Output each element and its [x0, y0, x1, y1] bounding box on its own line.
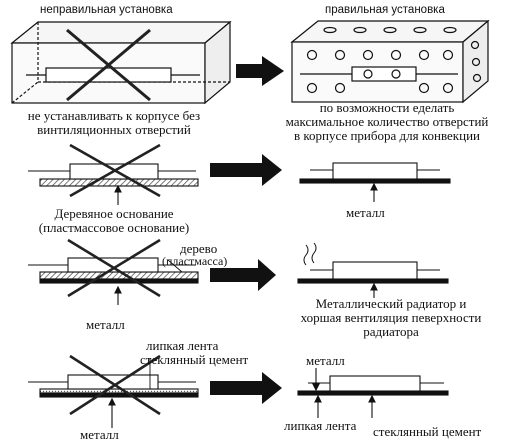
- row4-label-tape: липкая лента: [146, 338, 219, 353]
- component-on-wood-wrong: [28, 143, 199, 205]
- arrow-row3: [210, 259, 276, 291]
- row1-right-caption: по возможности еделать максимальное коли…: [285, 100, 489, 143]
- row3-label-metal: металл: [86, 317, 125, 332]
- row3-right-caption: Металлический радиатор и хоршая вентиляц…: [300, 296, 482, 339]
- ventilated-enclosure-right: [290, 19, 490, 104]
- row3-label-plastic: (пластмасса): [162, 254, 228, 268]
- row4-right-label-tape: липкая лента: [284, 418, 357, 433]
- row4-right-label-metal: металл: [306, 353, 345, 368]
- row4-label-metal: металл: [80, 427, 119, 442]
- component-on-metal-right: [299, 162, 451, 202]
- arrow-row2: [210, 154, 282, 186]
- row1-wrong-caption: не устанавливать к корпусе без винтиляци…: [27, 108, 201, 137]
- row3-label-wood: дерево: [180, 241, 218, 256]
- component-radiator-right: [297, 242, 449, 298]
- row2-wrong-caption: Деревяное основание (пластмассовое основ…: [38, 206, 190, 235]
- component-wood-spacer-wrong: [28, 238, 199, 305]
- header-wrong: неправильная установка: [40, 4, 173, 16]
- component-tape-cement-wrong: [28, 354, 199, 428]
- arrow-row1: [236, 56, 284, 86]
- closed-enclosure-wrong: [10, 20, 232, 105]
- row4-right-label-cement: стеклянный цемент: [373, 424, 482, 439]
- row2-right-caption: металл: [346, 205, 385, 220]
- row4-label-cement: стеклянный цемент: [140, 352, 249, 367]
- header-right: правильная установка: [325, 4, 445, 16]
- arrow-row4: [210, 372, 282, 404]
- component-tape-cement-right: [297, 368, 449, 418]
